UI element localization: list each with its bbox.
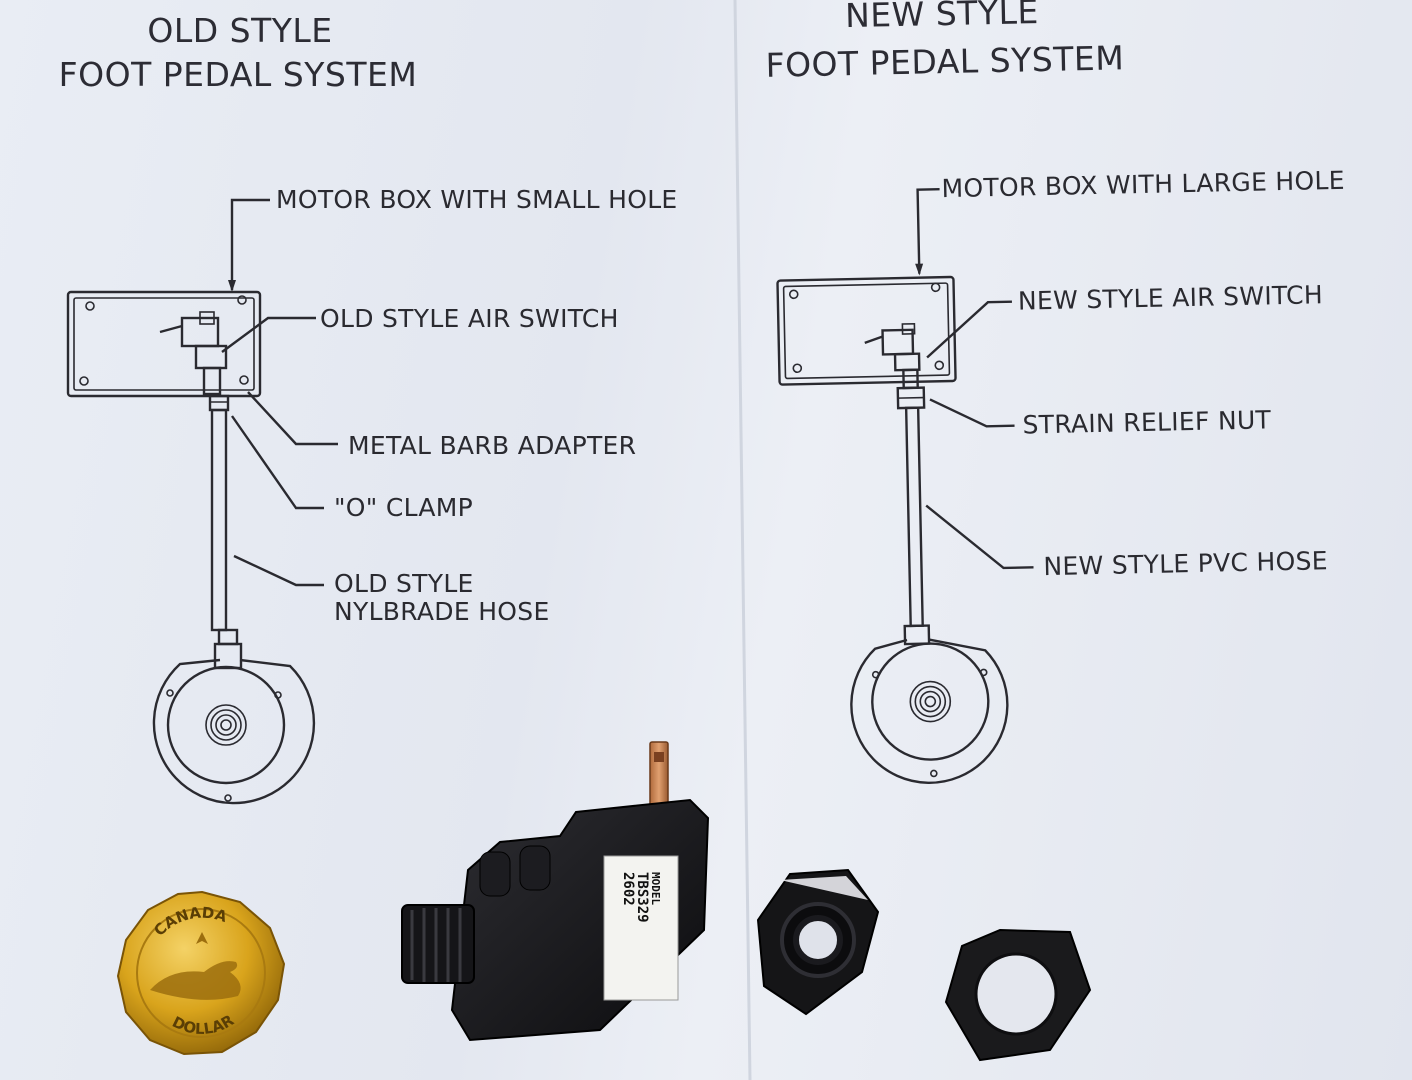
strain-relief-nut-part [756,868,880,1016]
old-title-line2: FOOT PEDAL SYSTEM [59,55,418,94]
threaded-nozzle [401,904,475,984]
old-air-switch-leader [221,316,316,353]
old-air-switch-drawing [159,311,228,396]
new-air-switch-leader [926,300,1012,359]
loon-icon [150,961,241,1000]
new-hose-drawing [896,386,931,646]
paper-fold [733,0,752,1080]
new-air-switch-label: NEW STYLE AIR SWITCH [1018,280,1324,315]
old-barb-leader [247,391,338,446]
new-motor-box-label: MOTOR BOX WITH LARGE HOLE [941,166,1345,203]
old-hose-label-line2: NYLBRADE HOSE [334,597,550,626]
old-o-clamp-label: "O" CLAMP [334,493,473,522]
old-motor-box [66,290,262,398]
tag-model-number: TBS329 [634,872,650,923]
maple-leaf-icon [196,932,208,944]
new-motor-box [776,275,957,386]
new-strain-relief-label: STRAIN RELIEF NUT [1022,405,1272,439]
old-hose-drawing [208,394,243,670]
new-strain-relief-leader [929,398,1015,428]
new-hose-label: NEW STYLE PVC HOSE [1043,546,1328,581]
loonie-coin: CANADA DOLLAR [116,890,286,1056]
new-title-line1: NEW STYLE [845,0,1039,35]
tag-model-label: MODEL [649,872,662,905]
old-air-switch-label: OLD STYLE AIR SWITCH [320,304,619,333]
tag-code: 2602 [620,872,636,906]
old-hose-label-line1: OLD STYLE [334,569,474,598]
old-clamp-leader [231,415,324,510]
new-foot-pedal [850,638,1009,784]
new-hose-leader [925,504,1034,570]
old-hose-leader [233,554,324,587]
new-system: NEW STYLE FOOT PEDAL SYSTEM [765,0,1345,784]
old-motor-box-leader [230,198,270,290]
air-switch-part: MODEL TBS329 2602 [401,741,710,1042]
new-title-line2: FOOT PEDAL SYSTEM [765,38,1124,85]
old-foot-pedal [152,658,316,805]
old-motor-box-label: MOTOR BOX WITH SMALL HOLE [276,185,678,214]
model-tag: MODEL TBS329 2602 [603,855,679,1001]
old-system: OLD STYLE FOOT PEDAL SYSTEM [59,11,678,805]
pentagon-nut-part [944,928,1092,1062]
old-title-line1: OLD STYLE [147,11,332,50]
old-barb-adapter-label: METAL BARB ADAPTER [348,431,636,460]
new-motor-box-leader [916,188,940,274]
new-air-switch-drawing [864,322,921,390]
